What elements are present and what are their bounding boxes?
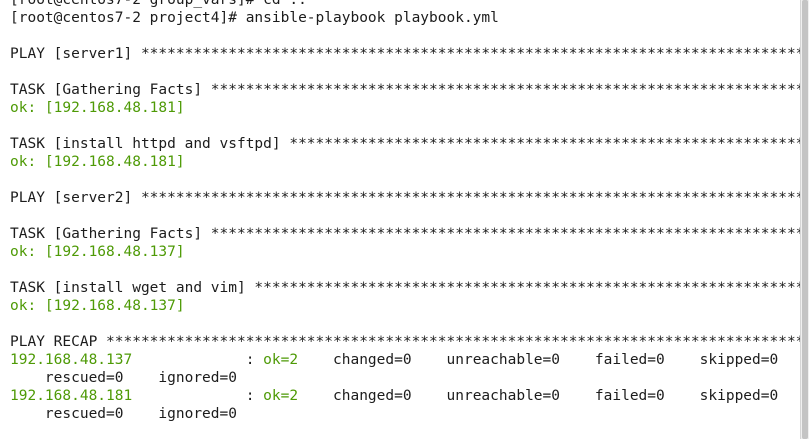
blank-line	[0, 315, 801, 333]
blank-line	[0, 171, 801, 189]
task-header-install-httpd: TASK [install httpd and vsftpd] ********…	[10, 136, 801, 152]
blank-line	[0, 117, 801, 135]
recap-row-continuation: rescued=0 ignored=0	[10, 406, 237, 422]
blank-line	[0, 63, 801, 81]
scrollbar-thumb[interactable]	[802, 0, 808, 439]
recap-separator: :	[132, 352, 264, 368]
task-header-gathering-facts-1: TASK [Gathering Facts] *****************…	[10, 82, 801, 98]
play-recap-header: PLAY RECAP *****************************…	[10, 334, 801, 350]
play-header-server2: PLAY [server2] *************************…	[10, 190, 801, 206]
blank-line	[0, 207, 801, 225]
task-header-install-wget: TASK [install wget and vim] ************…	[10, 280, 801, 296]
task-result-ok: ok: [192.168.48.137]	[10, 298, 185, 314]
recap-ok-count: ok=2	[263, 388, 299, 404]
prompt-line-cd: [root@centos7-2 group_vars]# cd ..	[10, 0, 307, 8]
prompt-line-command: [root@centos7-2 project4]# ansible-playb…	[10, 10, 499, 26]
play-header-server1: PLAY [server1] *************************…	[10, 46, 801, 62]
recap-host: 192.168.48.181	[10, 388, 133, 404]
recap-counts: changed=0 unreachable=0 failed=0 skipped…	[298, 388, 779, 404]
blank-line	[0, 27, 801, 45]
recap-ok-count: ok=2	[263, 352, 299, 368]
recap-host: 192.168.48.137	[10, 352, 133, 368]
recap-row: 192.168.48.137 : ok=2 changed=0 unreacha…	[0, 351, 801, 369]
recap-row-continuation: rescued=0 ignored=0	[10, 370, 237, 386]
vertical-scrollbar[interactable]	[800, 0, 809, 439]
recap-row: 192.168.48.181 : ok=2 changed=0 unreacha…	[0, 387, 801, 405]
blank-line	[0, 261, 801, 279]
task-result-ok: ok: [192.168.48.181]	[10, 100, 185, 116]
recap-counts: changed=0 unreachable=0 failed=0 skipped…	[298, 352, 779, 368]
recap-separator: :	[132, 388, 264, 404]
task-header-gathering-facts-2: TASK [Gathering Facts] *****************…	[10, 226, 801, 242]
task-result-ok: ok: [192.168.48.181]	[10, 154, 185, 170]
task-result-ok: ok: [192.168.48.137]	[10, 244, 185, 260]
